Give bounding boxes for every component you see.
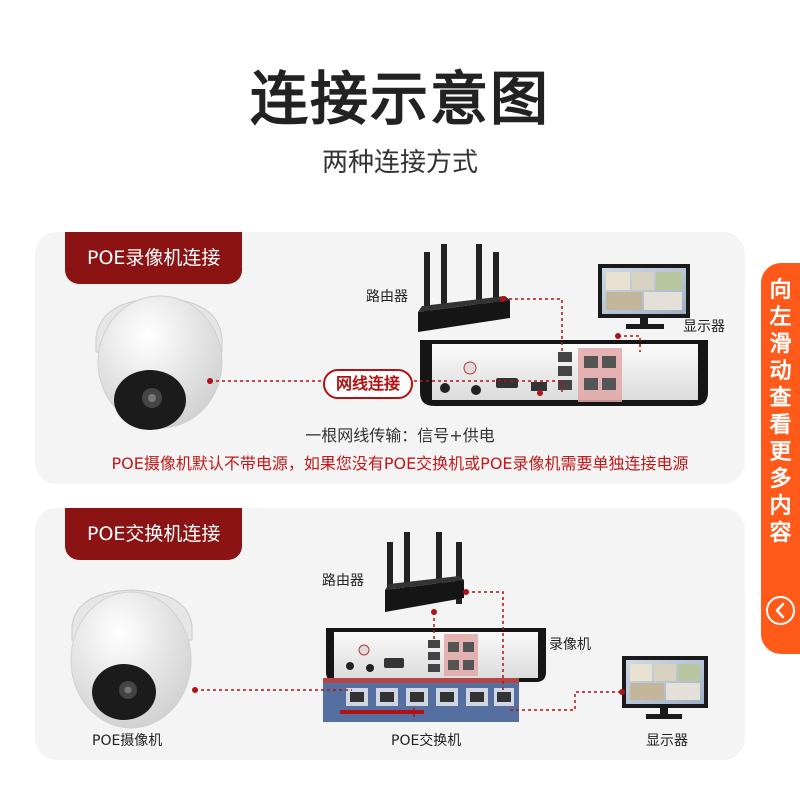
cable-lines-2 — [195, 591, 622, 720]
swipe-char: 查 — [769, 386, 792, 411]
poe-camera-icon — [95, 295, 223, 430]
swipe-char: 左 — [769, 305, 792, 330]
poe-switch-tag: POE交换机连接 — [65, 508, 243, 560]
poe-switch-label: POE交换机 — [391, 733, 462, 749]
router-label: 路由器 — [366, 289, 408, 305]
swipe-more-text: 向 左 滑 动 查 看 更 多 内 容 — [761, 277, 800, 547]
chevron-left-icon[interactable] — [766, 596, 795, 625]
transmission-info: 一根网线传输：信号+供电 — [305, 426, 495, 445]
cable-dots-1 — [207, 296, 621, 396]
swipe-char: 看 — [769, 413, 792, 438]
page-subtitle: 两种连接方式 — [321, 148, 478, 178]
swipe-char: 容 — [769, 521, 792, 546]
monitor-icon — [622, 656, 708, 719]
cable-dots-2 — [192, 589, 625, 695]
poe-switch-icon — [323, 678, 519, 722]
router-icon — [418, 244, 510, 332]
power-note: POE摄像机默认不带电源，如果您没有POE交换机或POE录像机需要单独连接电源 — [111, 454, 689, 473]
monitor-label-2: 显示器 — [646, 733, 688, 749]
monitor-label: 显示器 — [683, 319, 725, 335]
monitor-icon — [598, 264, 690, 329]
swipe-char: 动 — [769, 359, 792, 384]
swipe-more-tab[interactable]: 向 左 滑 动 查 看 更 多 内 容 — [761, 263, 800, 654]
swipe-char: 内 — [769, 494, 792, 519]
swipe-char: 更 — [769, 440, 792, 465]
poe-nvr-tag: POE录像机连接 — [65, 232, 243, 284]
poe-camera-label: POE摄像机 — [92, 733, 163, 749]
router-label-2: 路由器 — [322, 573, 364, 589]
page-title: 连接示意图 — [249, 65, 550, 133]
cable-lines-1 — [210, 298, 641, 392]
router-icon — [385, 532, 464, 612]
nvr-icon — [420, 340, 708, 406]
poe-camera-icon — [70, 589, 193, 729]
nvr-icon — [326, 628, 546, 682]
nvr-label: 录像机 — [549, 637, 591, 653]
swipe-char: 向 — [769, 278, 792, 303]
swipe-char: 多 — [769, 467, 792, 492]
cable-connection-label: 网线连接 — [323, 369, 413, 399]
swipe-char: 滑 — [769, 332, 792, 357]
